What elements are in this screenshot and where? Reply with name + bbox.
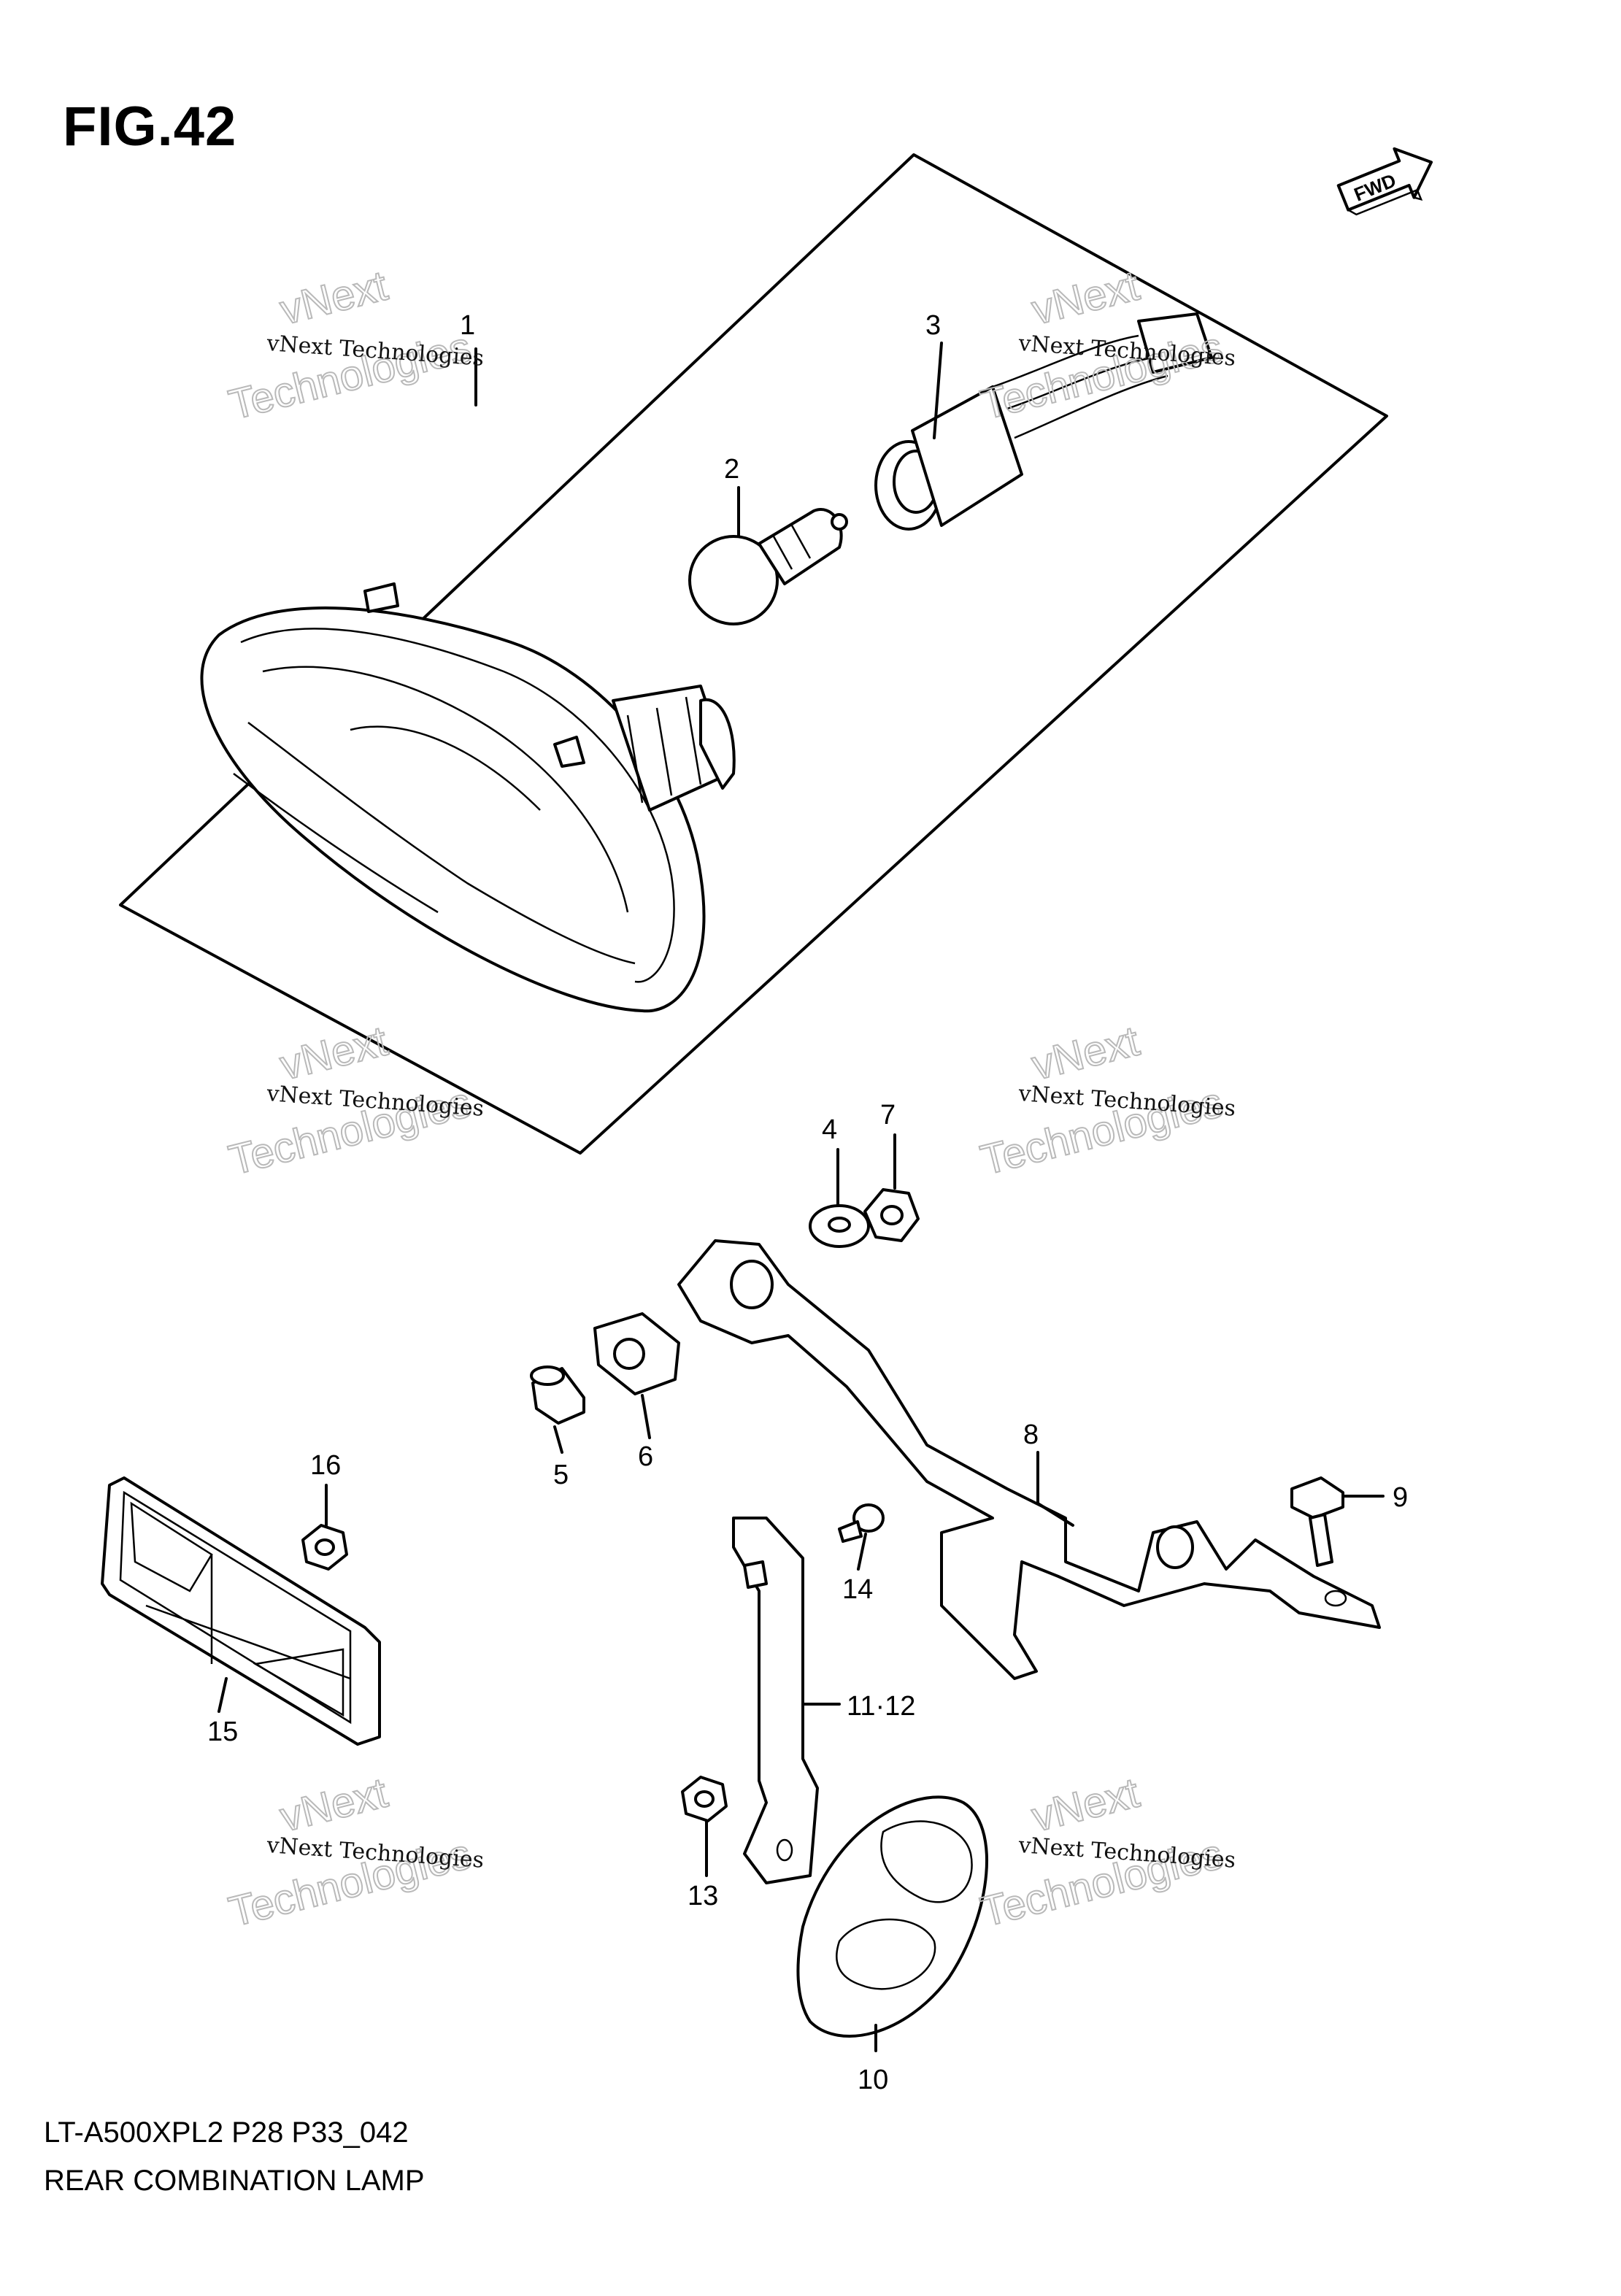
callout-1: 1 bbox=[460, 310, 475, 341]
svg-text:vNext: vNext bbox=[275, 1017, 392, 1090]
callout-9: 9 bbox=[1393, 1482, 1408, 1513]
callout-14: 14 bbox=[842, 1574, 873, 1605]
bracket bbox=[677, 1239, 1381, 1680]
callout-13: 13 bbox=[688, 1881, 718, 1911]
callout-7: 7 bbox=[880, 1100, 896, 1130]
footer-code: LT-A500XPL2 P28 P33_042 bbox=[44, 2116, 409, 2149]
watermark-bottom-right: vNext Technologies vNext Technologies bbox=[975, 1768, 1236, 1937]
watermark-mid-left: vNext Technologies vNext Technologies bbox=[223, 1017, 485, 1185]
socket bbox=[874, 312, 1213, 531]
callout-6: 6 bbox=[638, 1441, 653, 1472]
watermark-top-left: vNext Technologies vNext Technologies bbox=[223, 261, 485, 430]
watermark-top-right: vNext Technologies vNext Technologies bbox=[975, 261, 1236, 430]
svg-text:vNext: vNext bbox=[1027, 1017, 1144, 1090]
svg-text:vNext: vNext bbox=[275, 262, 392, 334]
leader-lines bbox=[217, 342, 1385, 2052]
footer-name: REAR COMBINATION LAMP bbox=[44, 2165, 425, 2197]
watermark-bottom-left: vNext Technologies vNext Technologies bbox=[223, 1768, 485, 1937]
watermark-mid-right: vNext Technologies vNext Technologies bbox=[975, 1017, 1236, 1185]
callout-15: 15 bbox=[207, 1717, 238, 1747]
round-reflector bbox=[796, 1795, 988, 2038]
callout-10: 10 bbox=[858, 2065, 888, 2095]
bolt bbox=[1290, 1476, 1344, 1567]
svg-text:vNext: vNext bbox=[1027, 1769, 1144, 1841]
nut-16 bbox=[301, 1524, 348, 1571]
svg-text:vNext: vNext bbox=[275, 1769, 392, 1841]
stay bbox=[732, 1517, 819, 1884]
callout-2: 2 bbox=[724, 454, 739, 485]
callout-5: 5 bbox=[553, 1460, 569, 1490]
fwd-arrow-icon: FWD bbox=[1336, 147, 1433, 216]
washer bbox=[809, 1204, 870, 1248]
grommet bbox=[593, 1312, 680, 1395]
collar bbox=[530, 1365, 585, 1425]
figure-title: FIG.42 bbox=[63, 96, 237, 158]
svg-text:vNext: vNext bbox=[1027, 262, 1144, 334]
nut bbox=[863, 1188, 920, 1242]
callout-8: 8 bbox=[1023, 1419, 1039, 1450]
rect-reflector bbox=[101, 1476, 381, 1746]
nut-13 bbox=[681, 1776, 728, 1822]
bulb bbox=[688, 508, 848, 625]
callout-11-12: 11·12 bbox=[847, 1691, 915, 1722]
callout-16: 16 bbox=[310, 1450, 341, 1481]
callout-3: 3 bbox=[925, 310, 941, 341]
callout-4: 4 bbox=[822, 1114, 837, 1145]
lamp-housing bbox=[200, 582, 736, 1013]
screw bbox=[838, 1503, 885, 1543]
